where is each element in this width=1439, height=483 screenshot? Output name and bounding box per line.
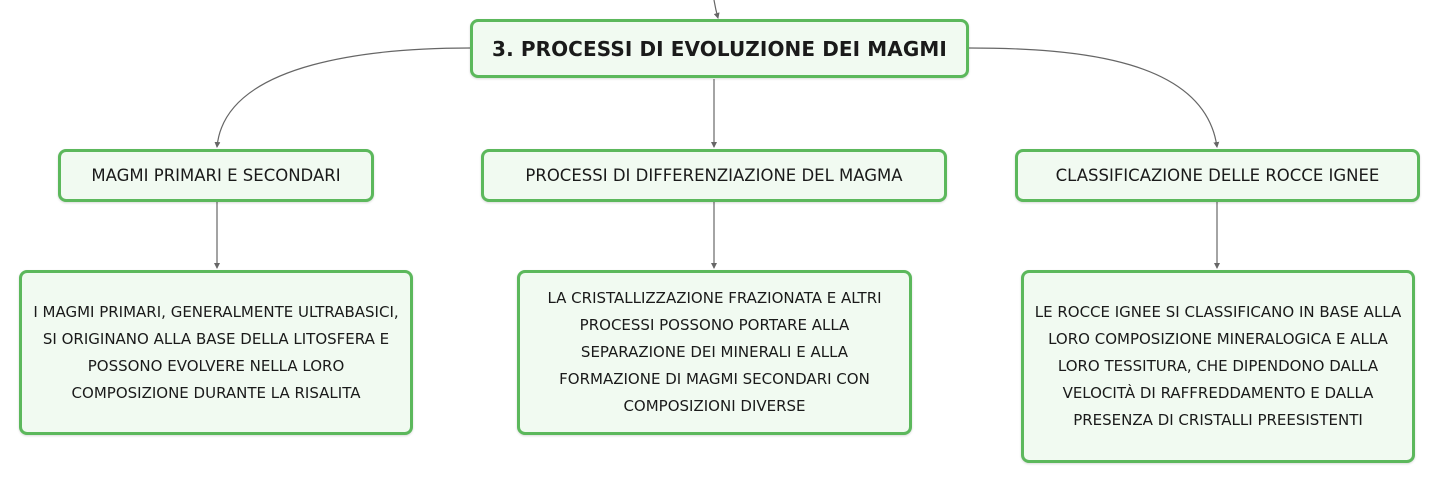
detail-topic-differenziazione[interactable]: LA CRISTALLIZZAZIONE FRAZIONATA E ALTRI … <box>517 270 912 435</box>
connector-root-to-branch-3 <box>968 47 1220 148</box>
branch-topic-label: PROCESSI DI DIFFERENZIAZIONE DEL MAGMA <box>525 166 903 185</box>
connector-root-to-branch-1 <box>214 47 471 148</box>
connector-incoming <box>713 0 720 19</box>
branch-topic-classificazione[interactable]: CLASSIFICAZIONE DELLE ROCCE IGNEE <box>1015 149 1420 202</box>
root-topic[interactable]: 3. PROCESSI DI EVOLUZIONE DEI MAGMI <box>470 19 969 78</box>
branch-topic-differenziazione[interactable]: PROCESSI DI DIFFERENZIAZIONE DEL MAGMA <box>481 149 947 202</box>
branch-topic-magmi-primari[interactable]: MAGMI PRIMARI E SECONDARI <box>58 149 374 202</box>
detail-topic-classificazione[interactable]: LE ROCCE IGNEE SI CLASSIFICANO IN BASE A… <box>1021 270 1415 463</box>
detail-topic-magmi-primari[interactable]: I MAGMI PRIMARI, GENERALMENTE ULTRABASIC… <box>19 270 413 435</box>
branch-topic-label: CLASSIFICAZIONE DELLE ROCCE IGNEE <box>1055 166 1380 185</box>
detail-topic-text: LE ROCCE IGNEE SI CLASSIFICANO IN BASE A… <box>1034 303 1402 429</box>
branch-topic-label: MAGMI PRIMARI E SECONDARI <box>91 166 341 185</box>
root-topic-label: 3. PROCESSI DI EVOLUZIONE DEI MAGMI <box>492 36 947 61</box>
detail-topic-text: LA CRISTALLIZZAZIONE FRAZIONATA E ALTRI … <box>547 289 882 415</box>
detail-topic-text: I MAGMI PRIMARI, GENERALMENTE ULTRABASIC… <box>33 302 399 402</box>
